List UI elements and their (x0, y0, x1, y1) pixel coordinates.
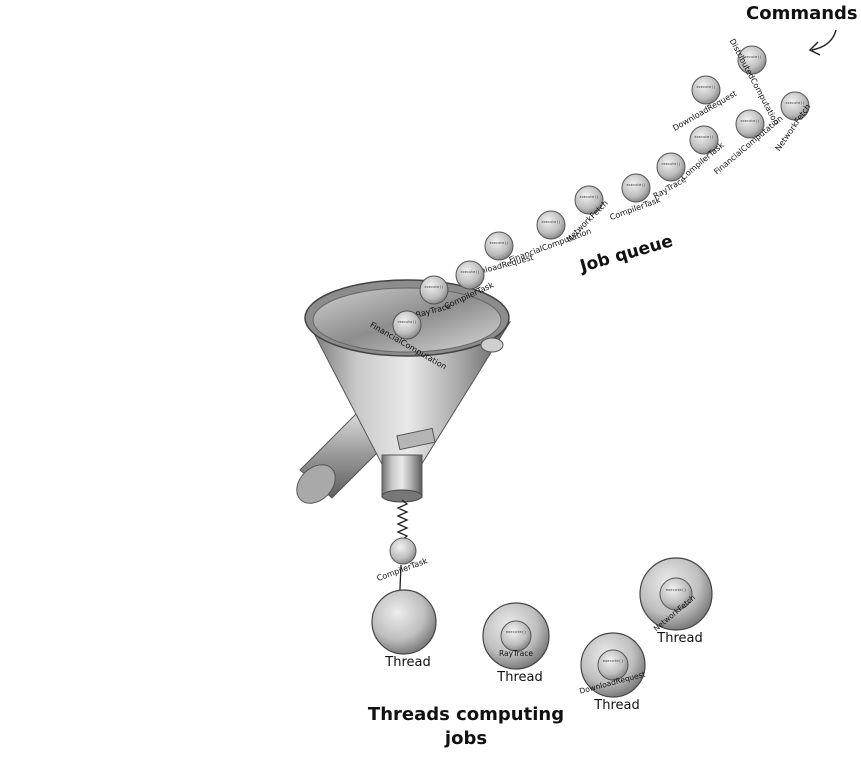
commands-arrow (811, 29, 837, 51)
method-label: execute() (425, 285, 444, 289)
command-object: execute()DownloadRequest (671, 75, 738, 133)
command-object: execute()CompilerTask (609, 173, 662, 222)
spring (396, 499, 409, 541)
command-ball (689, 125, 719, 155)
method-label: execute() (741, 119, 760, 123)
method-label: execute() (398, 320, 417, 324)
commands-arrowhead (808, 41, 821, 56)
commands-label: Commands (746, 3, 858, 24)
method-label: execute() (461, 270, 480, 274)
thread-job-name: RayTrace (499, 649, 533, 658)
dispensing-ball (389, 537, 417, 565)
method-label: execute() (695, 135, 714, 139)
job-queue-label: Job queue (577, 231, 675, 277)
command-ball (392, 310, 422, 340)
command-ball (735, 109, 765, 139)
thread-label: Thread (656, 631, 702, 646)
command-ball (574, 185, 604, 215)
method-label: execute() (666, 587, 687, 592)
method-label: execute() (662, 162, 681, 166)
command-ball (780, 91, 810, 121)
thread-label: Thread (496, 670, 542, 685)
method-label: execute() (743, 55, 762, 59)
thread-pool: Threadexecute()RayTraceThreadexecute()Do… (371, 557, 713, 713)
command-ball (621, 173, 651, 203)
command-ball (656, 152, 686, 182)
command-object: execute()FinancialComputation (712, 109, 785, 176)
threads-title-line1: Threads computing (368, 704, 564, 725)
thread-job-ball (500, 620, 532, 652)
thread-label: Thread (384, 655, 430, 670)
thread-sphere (371, 589, 437, 655)
method-label: execute() (603, 658, 624, 663)
command-ball (691, 75, 721, 105)
thread-job-ball (597, 649, 629, 681)
method-label: execute() (506, 629, 527, 634)
command-ball (536, 210, 566, 240)
command-ball (455, 260, 485, 290)
command-ball (484, 231, 514, 261)
command-object: execute()RayTrace (652, 152, 688, 201)
method-label: execute() (490, 241, 509, 245)
method-label: execute() (580, 195, 599, 199)
thread-label: Thread (593, 698, 639, 713)
dispensing-job: CompilerTask (376, 537, 429, 583)
method-label: execute() (542, 220, 561, 224)
command-ball (737, 45, 767, 75)
command-ball (419, 275, 449, 305)
method-label: execute() (697, 85, 716, 89)
method-label: execute() (786, 101, 805, 105)
thread-job-ball (659, 577, 693, 611)
threads-title-line2: jobs (444, 728, 487, 749)
method-label: execute() (627, 183, 646, 187)
thread: Thread (371, 589, 437, 670)
